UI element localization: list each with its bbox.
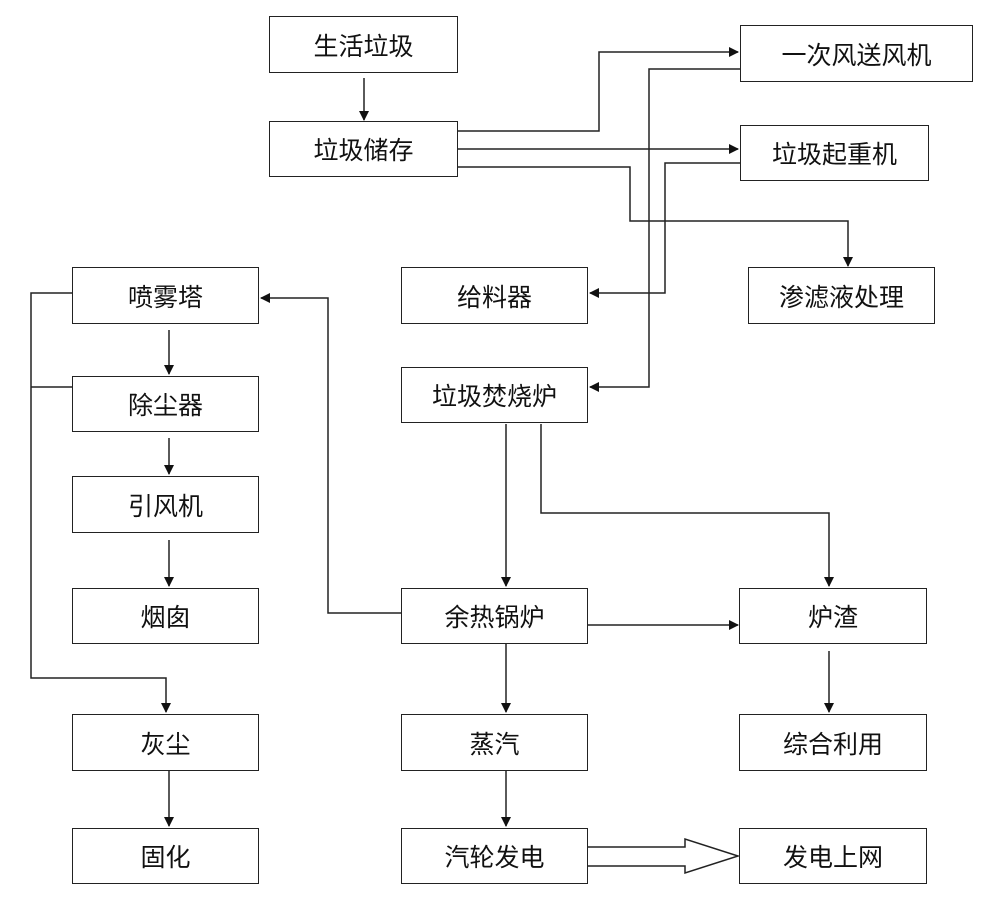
arrow-crane-feeder bbox=[589, 162, 740, 298]
arrow-incinerator-slag bbox=[540, 424, 834, 587]
node-crane: 垃圾起重机 bbox=[740, 125, 929, 181]
node-steam: 蒸汽 bbox=[401, 714, 588, 771]
node-solidify: 固化 bbox=[72, 828, 259, 884]
node-msw: 生活垃圾 bbox=[269, 16, 458, 73]
node-dust: 灰尘 bbox=[72, 714, 259, 771]
node-leachate: 渗滤液处理 bbox=[748, 267, 935, 324]
arrow-fan-incinerator bbox=[589, 68, 740, 392]
arrow-boiler-spray bbox=[260, 293, 401, 614]
node-utilization: 综合利用 bbox=[739, 714, 927, 771]
node-chimney: 烟囱 bbox=[72, 588, 259, 644]
node-grid: 发电上网 bbox=[739, 828, 927, 884]
node-spray-tower: 喷雾塔 bbox=[72, 267, 259, 324]
node-induced-fan: 引风机 bbox=[72, 476, 259, 533]
node-primary-fan: 一次风送风机 bbox=[740, 25, 973, 82]
node-incinerator: 垃圾焚烧炉 bbox=[401, 367, 588, 423]
node-feeder: 给料器 bbox=[401, 267, 588, 324]
node-storage: 垃圾储存 bbox=[269, 121, 458, 177]
node-slag: 炉渣 bbox=[739, 588, 927, 644]
line-spray-left bbox=[30, 292, 171, 713]
node-boiler: 余热锅炉 bbox=[401, 588, 588, 644]
hollow-arrow-turbine-grid bbox=[588, 837, 741, 875]
arrow-storage-fan bbox=[458, 47, 739, 132]
node-turbine: 汽轮发电 bbox=[401, 828, 588, 884]
arrow-storage-leachate bbox=[458, 166, 853, 267]
node-dust-collector: 除尘器 bbox=[72, 376, 259, 432]
